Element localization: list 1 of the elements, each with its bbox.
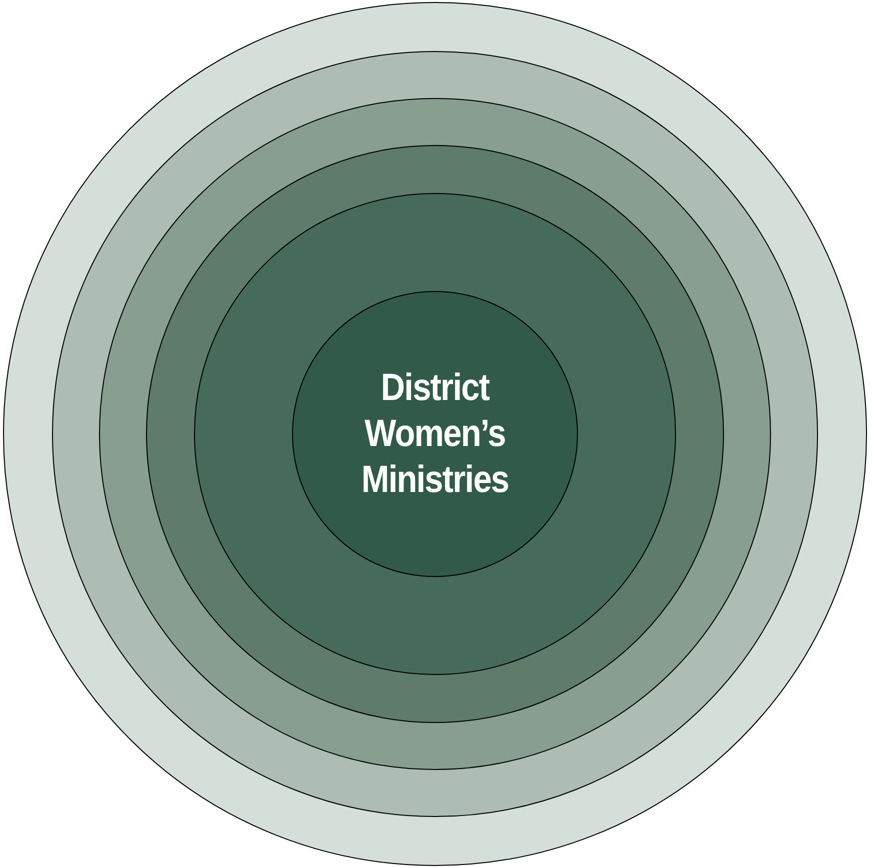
center-label: District Women’s Ministries <box>360 366 510 503</box>
